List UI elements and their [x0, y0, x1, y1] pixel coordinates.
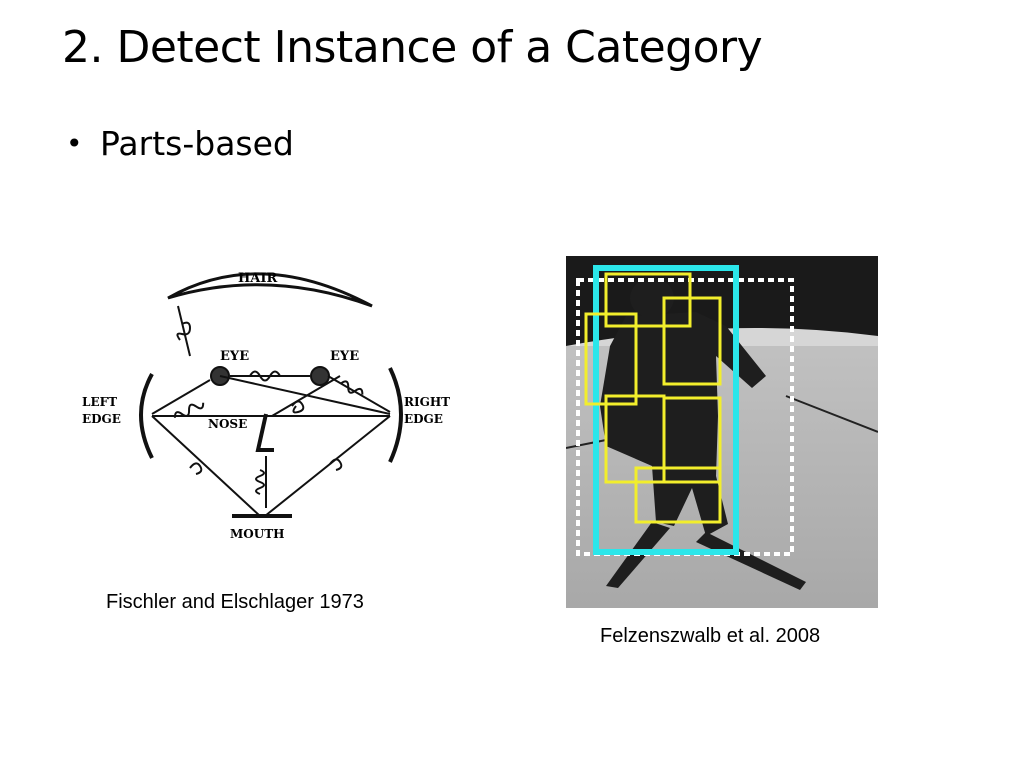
- slide-title: 2. Detect Instance of a Category: [62, 22, 763, 73]
- skier-detection-image: [565, 256, 879, 608]
- mouth-label: MOUTH: [230, 527, 284, 541]
- caption-left: Fischler and Elschlager 1973: [106, 591, 364, 613]
- root-filter-box: [593, 265, 739, 555]
- nose-label: NOSE: [208, 417, 247, 431]
- left-edge-shape: [139, 373, 154, 459]
- left-eye-label: EYE: [220, 349, 249, 364]
- bullet-item: • Parts-based: [66, 124, 294, 163]
- right-eye-node: [310, 366, 330, 386]
- bullet-icon: •: [66, 127, 83, 160]
- part-filter-boxes: [584, 272, 722, 524]
- hair-shape: [167, 272, 373, 308]
- bullet-text: Parts-based: [100, 124, 294, 163]
- part-box-right-arm: [662, 296, 722, 386]
- part-box-head: [604, 272, 692, 328]
- nose-shape: [255, 413, 274, 452]
- part-box-feet: [634, 466, 722, 524]
- spring-face-diagram: HAIR LEFT EDGE RIGHT EDGE EYE EYE NOSE M…: [60, 246, 462, 546]
- right-edge-label-line1: RIGHT: [404, 395, 450, 409]
- left-edge-label-line2: EDGE: [82, 412, 121, 426]
- part-box-right-leg: [662, 396, 722, 484]
- right-eye-label: EYE: [330, 349, 359, 364]
- hair-label: HAIR: [238, 271, 277, 286]
- left-edge-label-line1: LEFT: [82, 395, 117, 409]
- skier-detection-figure: [565, 256, 879, 608]
- right-edge-label-line2: EDGE: [404, 412, 443, 426]
- spring-connections: [151, 305, 391, 517]
- spring-face-model-figure: HAIR LEFT EDGE RIGHT EDGE EYE EYE NOSE M…: [60, 246, 462, 546]
- caption-right: Felzenszwalb et al. 2008: [600, 625, 821, 647]
- part-box-left-arm: [584, 312, 638, 406]
- right-edge-shape: [388, 367, 403, 463]
